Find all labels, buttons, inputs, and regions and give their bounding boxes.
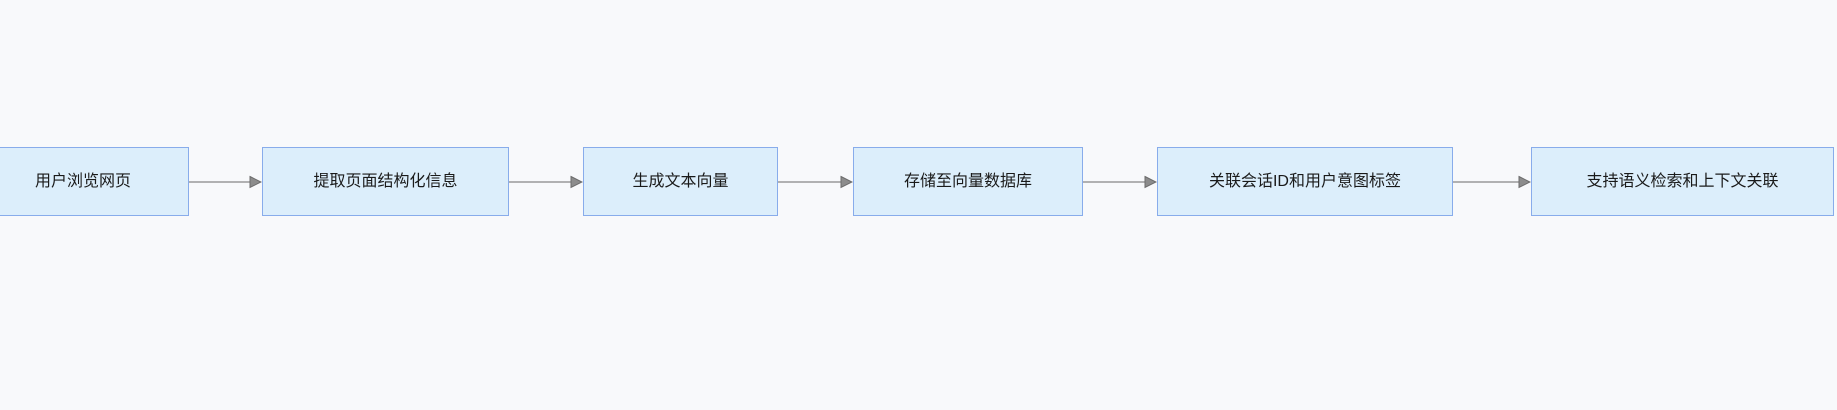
flow-node-label: 支持语义检索和上下文关联: [1586, 172, 1779, 190]
flow-node-user-browse[interactable]: 用户浏览网页: [0, 147, 189, 216]
arrowhead-icon: [1144, 175, 1157, 189]
flow-node-semantic-search-context[interactable]: 支持语义检索和上下文关联: [1531, 147, 1834, 216]
arrowhead-icon: [840, 175, 853, 189]
flow-node-generate-text-vector[interactable]: 生成文本向量: [583, 147, 778, 216]
flow-arrow: [1453, 175, 1531, 189]
flow-arrow: [778, 175, 853, 189]
arrowhead-icon: [249, 175, 262, 189]
flow-node-label: 提取页面结构化信息: [313, 172, 458, 190]
arrowhead-icon: [570, 175, 583, 189]
flow-arrow: [189, 175, 262, 189]
flow-arrow: [509, 175, 583, 189]
flow-node-link-session-intent[interactable]: 关联会话ID和用户意图标签: [1157, 147, 1453, 216]
flow-node-extract-structured-info[interactable]: 提取页面结构化信息: [262, 147, 509, 216]
flow-node-label: 关联会话ID和用户意图标签: [1208, 172, 1401, 190]
arrowhead-icon: [1518, 175, 1531, 189]
flow-node-label: 用户浏览网页: [34, 172, 131, 190]
flow-node-store-vector-db[interactable]: 存储至向量数据库: [853, 147, 1083, 216]
flow-node-label: 存储至向量数据库: [903, 172, 1032, 190]
flow-arrow: [1083, 175, 1157, 189]
flow-node-label: 生成文本向量: [632, 172, 729, 190]
